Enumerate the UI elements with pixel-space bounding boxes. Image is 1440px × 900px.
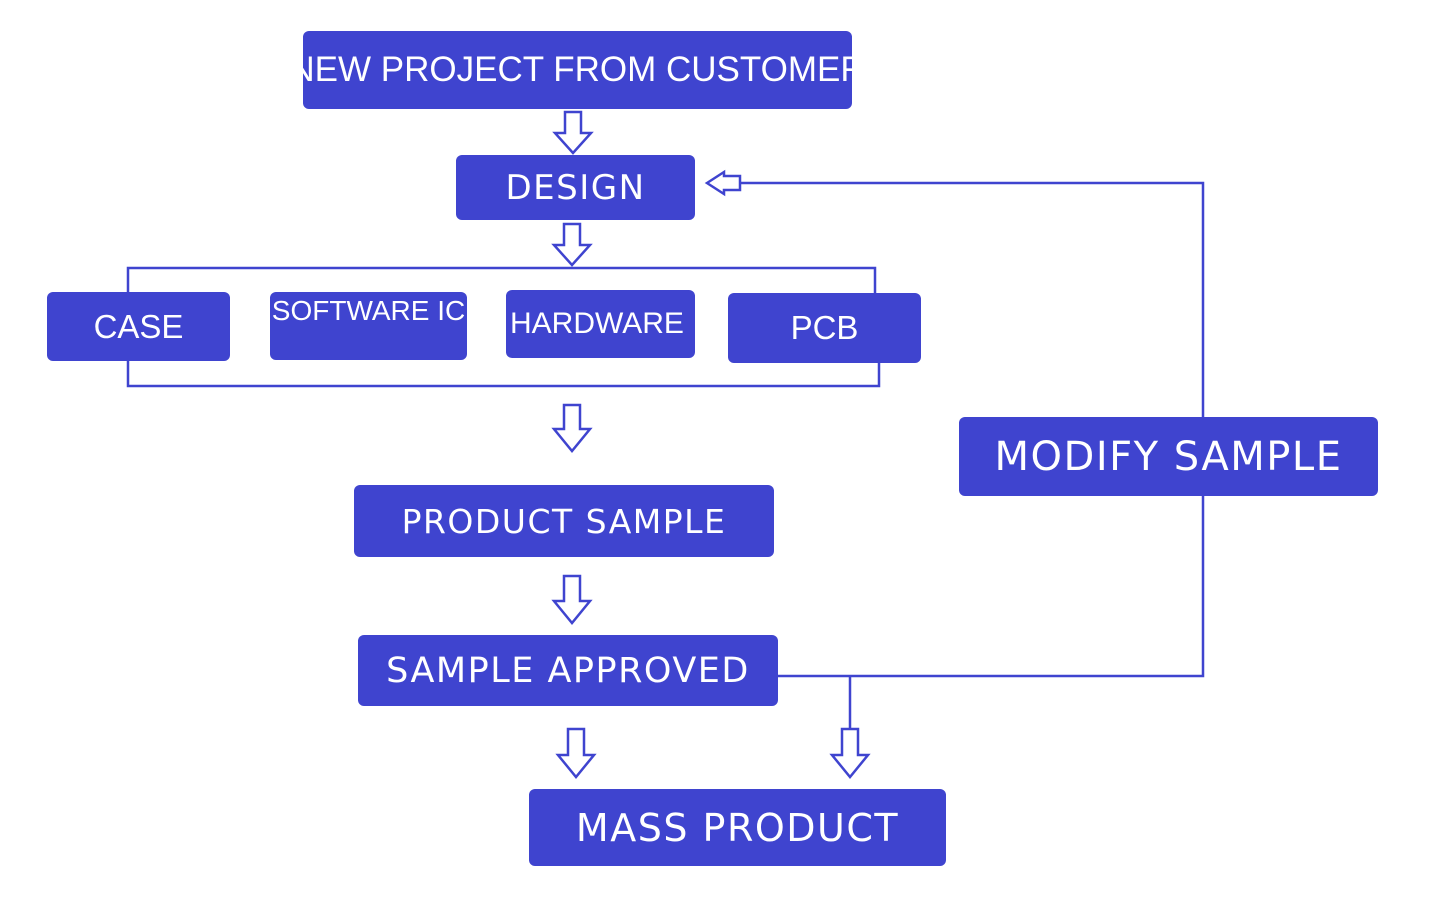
arrow-approved-to-mass-right bbox=[829, 727, 871, 779]
sample-approved-node: SAMPLE APPROVED bbox=[358, 635, 778, 706]
arrow-new-to-design bbox=[552, 110, 594, 155]
hardware-label: HARDWARE bbox=[510, 307, 684, 340]
design-label: DESIGN bbox=[505, 167, 646, 208]
mass-product-label: MASS PRODUCT bbox=[575, 805, 900, 850]
mass-product-node: MASS PRODUCT bbox=[529, 789, 946, 866]
software-ic-label: SOFTWARE IC bbox=[271, 295, 466, 326]
new-project-node: NEW PROJECT FROM CUSTOMER bbox=[289, 31, 866, 109]
component-group-bracket-top bbox=[126, 266, 877, 295]
new-project-label: NEW PROJECT FROM CUSTOMER bbox=[289, 50, 866, 89]
pcb-node: PCB bbox=[728, 293, 921, 363]
arrow-sample-to-approved bbox=[551, 574, 593, 625]
arrow-approved-to-mass-left bbox=[555, 727, 597, 779]
modify-to-design-line bbox=[740, 181, 1205, 417]
sample-approved-label: SAMPLE APPROVED bbox=[386, 650, 750, 691]
product-sample-label: PRODUCT SAMPLE bbox=[401, 501, 727, 541]
software-ic-node: SOFTWARE IC bbox=[270, 292, 467, 360]
hardware-node: HARDWARE bbox=[506, 290, 695, 358]
arrow-modify-to-design bbox=[704, 169, 742, 197]
arrow-design-to-components bbox=[551, 222, 593, 267]
case-label: CASE bbox=[93, 307, 184, 345]
case-node: CASE bbox=[47, 292, 230, 361]
approved-to-modify-line bbox=[778, 496, 1205, 678]
design-node: DESIGN bbox=[456, 155, 695, 220]
pcb-label: PCB bbox=[790, 309, 859, 346]
arrow-components-to-sample bbox=[551, 403, 593, 453]
modify-sample-node: MODIFY SAMPLE bbox=[959, 417, 1378, 496]
product-sample-node: PRODUCT SAMPLE bbox=[354, 485, 774, 557]
component-group-bracket-bottom bbox=[126, 360, 881, 388]
modify-sample-label: MODIFY SAMPLE bbox=[994, 433, 1343, 480]
